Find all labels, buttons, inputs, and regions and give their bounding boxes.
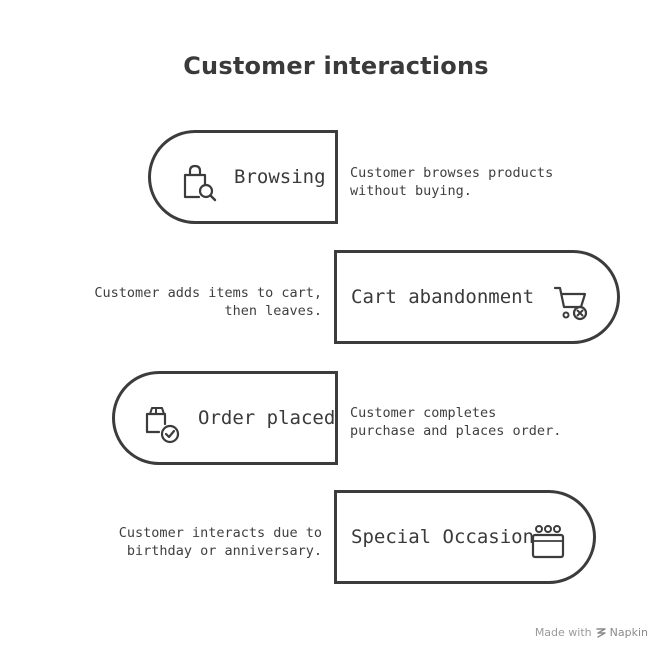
- pill-label-cart-abandonment: Cart abandonment: [351, 286, 535, 308]
- pill-label-order-placed: Order placed: [198, 407, 336, 429]
- package-check-icon: [145, 407, 180, 444]
- pill-cart-abandonment: Cart abandonment: [334, 250, 620, 344]
- diagram-title: Customer interactions: [183, 52, 489, 80]
- description-special-occasion: Customer interacts due to birthday or an…: [118, 525, 322, 559]
- calendar-icon: [531, 525, 565, 559]
- pill-label-special-occasion: Special Occasion: [351, 526, 535, 548]
- description-order-placed: Customer completes purchase and places o…: [350, 405, 562, 439]
- description-cart-abandonment: Customer adds items to cart, then leaves…: [94, 285, 322, 319]
- cart-remove-icon: [553, 286, 588, 321]
- pill-label-browsing: Browsing: [234, 166, 326, 188]
- pill-order-placed: Order placed: [112, 371, 338, 465]
- pill-browsing: Browsing: [148, 130, 338, 224]
- shopping-bag-search-icon: [183, 164, 217, 202]
- napkin-logo-icon: [595, 627, 606, 638]
- description-browsing: Customer browses products without buying…: [350, 165, 554, 199]
- pill-special-occasion: Special Occasion: [334, 490, 596, 584]
- napkin-brand: Napkin: [609, 626, 648, 639]
- made-with-label: Made with: [534, 626, 592, 639]
- made-with-footer: Made with Napkin: [535, 626, 648, 639]
